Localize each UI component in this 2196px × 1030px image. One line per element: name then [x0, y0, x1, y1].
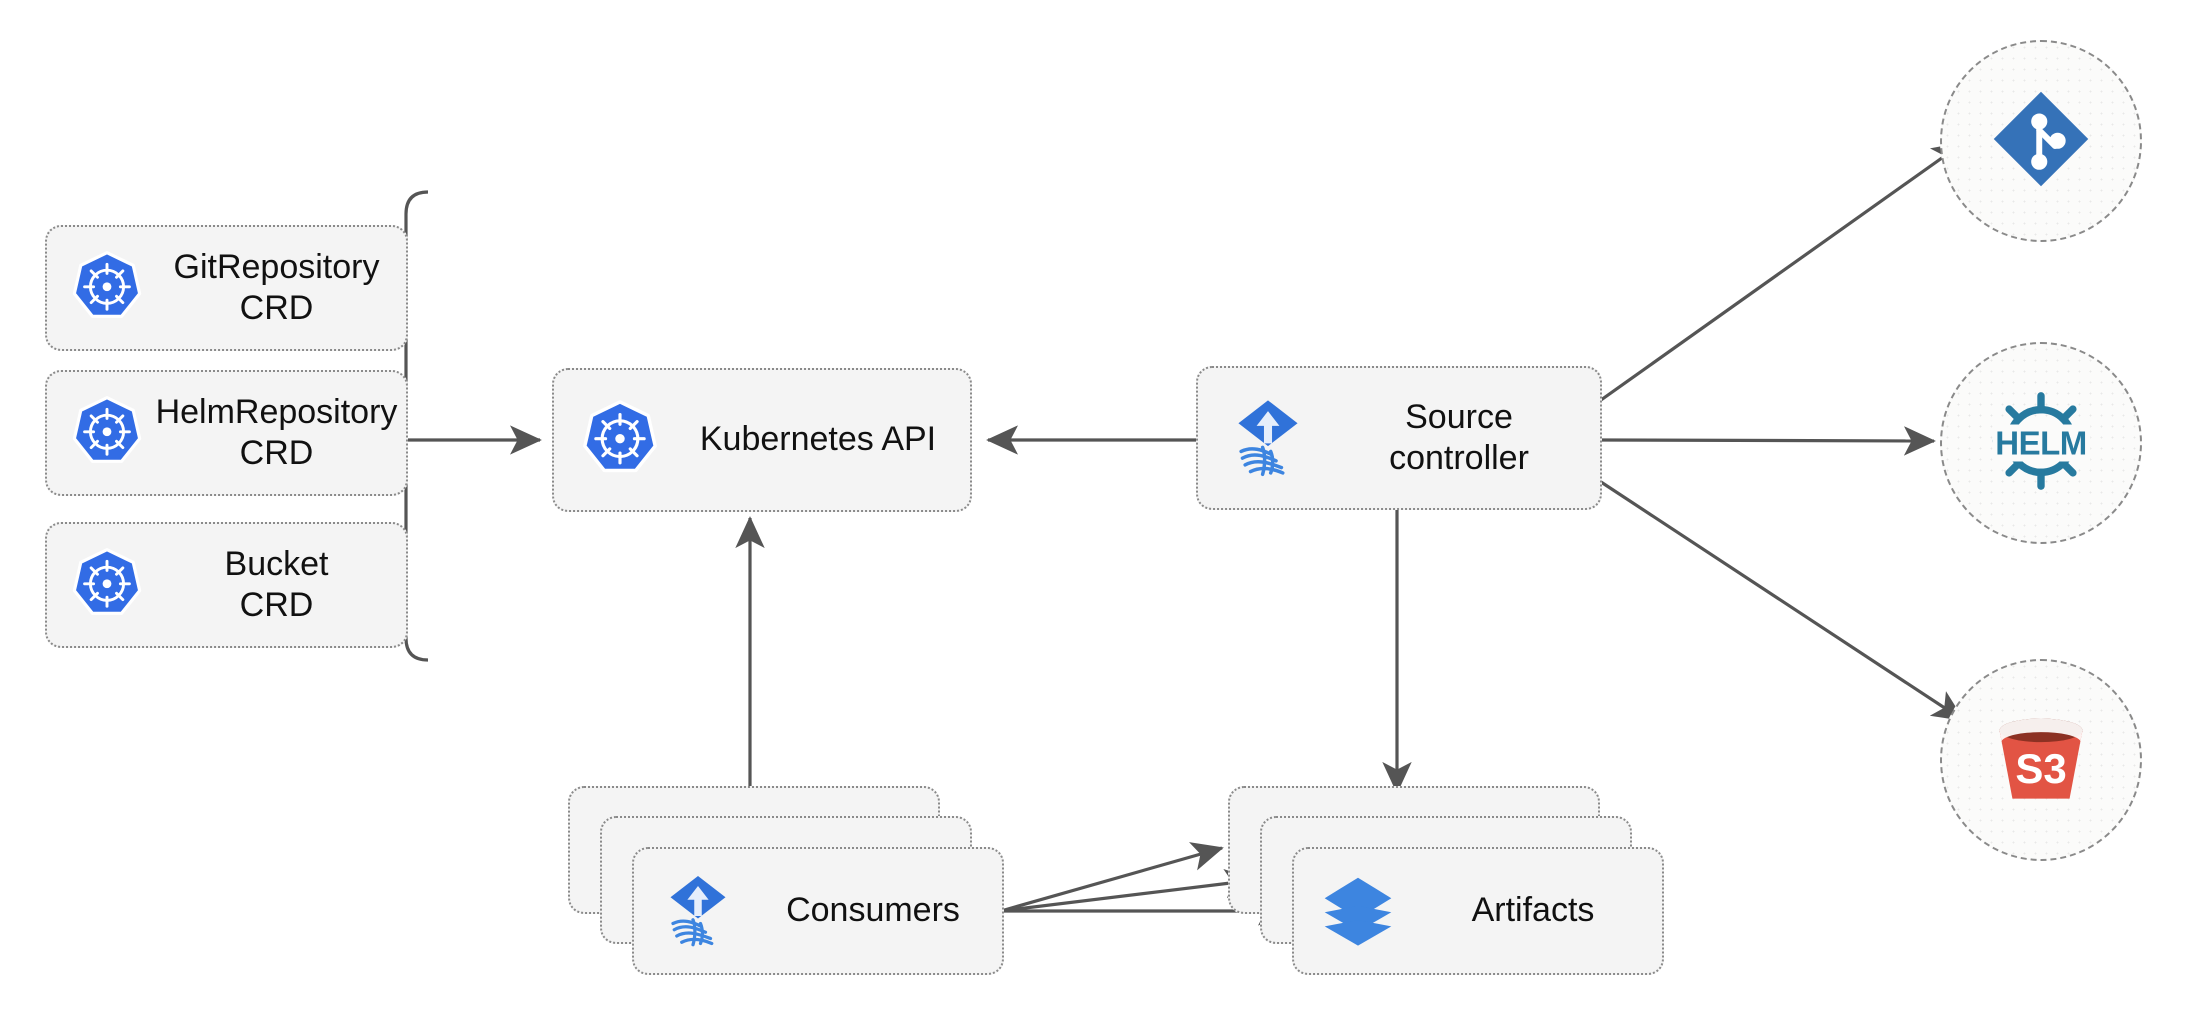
flux-icon	[1212, 395, 1324, 481]
node-artifacts[interactable]: Artifacts	[1292, 847, 1664, 975]
helm-wordmark: HELM	[1992, 424, 2090, 462]
arrow-sourcecontroller-to-helm	[1600, 426, 1936, 456]
kubernetes-icon	[61, 546, 153, 624]
node-label: GitRepository CRD	[173, 247, 380, 327]
kubernetes-icon	[61, 249, 153, 327]
node-source-controller[interactable]: Source controller	[1196, 366, 1602, 510]
node-gitrepository-crd[interactable]: GitRepository CRD	[45, 225, 408, 351]
layers-icon	[1306, 870, 1410, 952]
node-label: Kubernetes API	[699, 420, 937, 459]
node-label: HelmRepository CRD	[155, 392, 398, 472]
arrow-sourcecontroller-to-s3	[1600, 480, 1965, 722]
git-icon	[1985, 83, 2097, 200]
node-consumers[interactable]: Consumers	[632, 847, 1004, 975]
s3-wordmark: S3	[2015, 744, 2067, 792]
node-label: Artifacts	[1471, 891, 1595, 930]
arrow-consumers-to-artifacts-1	[1000, 842, 1224, 913]
arrow-sourcecontroller-to-git	[1600, 141, 1965, 402]
arrow-consumers-to-artifacts-2	[1000, 869, 1257, 913]
node-label: Bucket CRD	[224, 544, 329, 624]
node-helmrepository-crd[interactable]: HelmRepository CRD	[45, 370, 408, 496]
s3-bucket-icon: S3	[1982, 699, 2100, 822]
helm-icon: HELM	[1982, 382, 2100, 505]
kubernetes-icon	[568, 398, 672, 482]
flux-icon	[646, 871, 750, 951]
external-source-git[interactable]	[1940, 40, 2142, 242]
external-source-s3[interactable]: S3	[1940, 659, 2142, 861]
node-label: Consumers	[786, 891, 960, 930]
kubernetes-icon	[61, 394, 153, 472]
node-label: Source controller	[1389, 397, 1529, 477]
node-kubernetes-api[interactable]: Kubernetes API	[552, 368, 972, 512]
external-source-helm[interactable]: HELM	[1940, 342, 2142, 544]
node-bucket-crd[interactable]: Bucket CRD	[45, 522, 408, 648]
